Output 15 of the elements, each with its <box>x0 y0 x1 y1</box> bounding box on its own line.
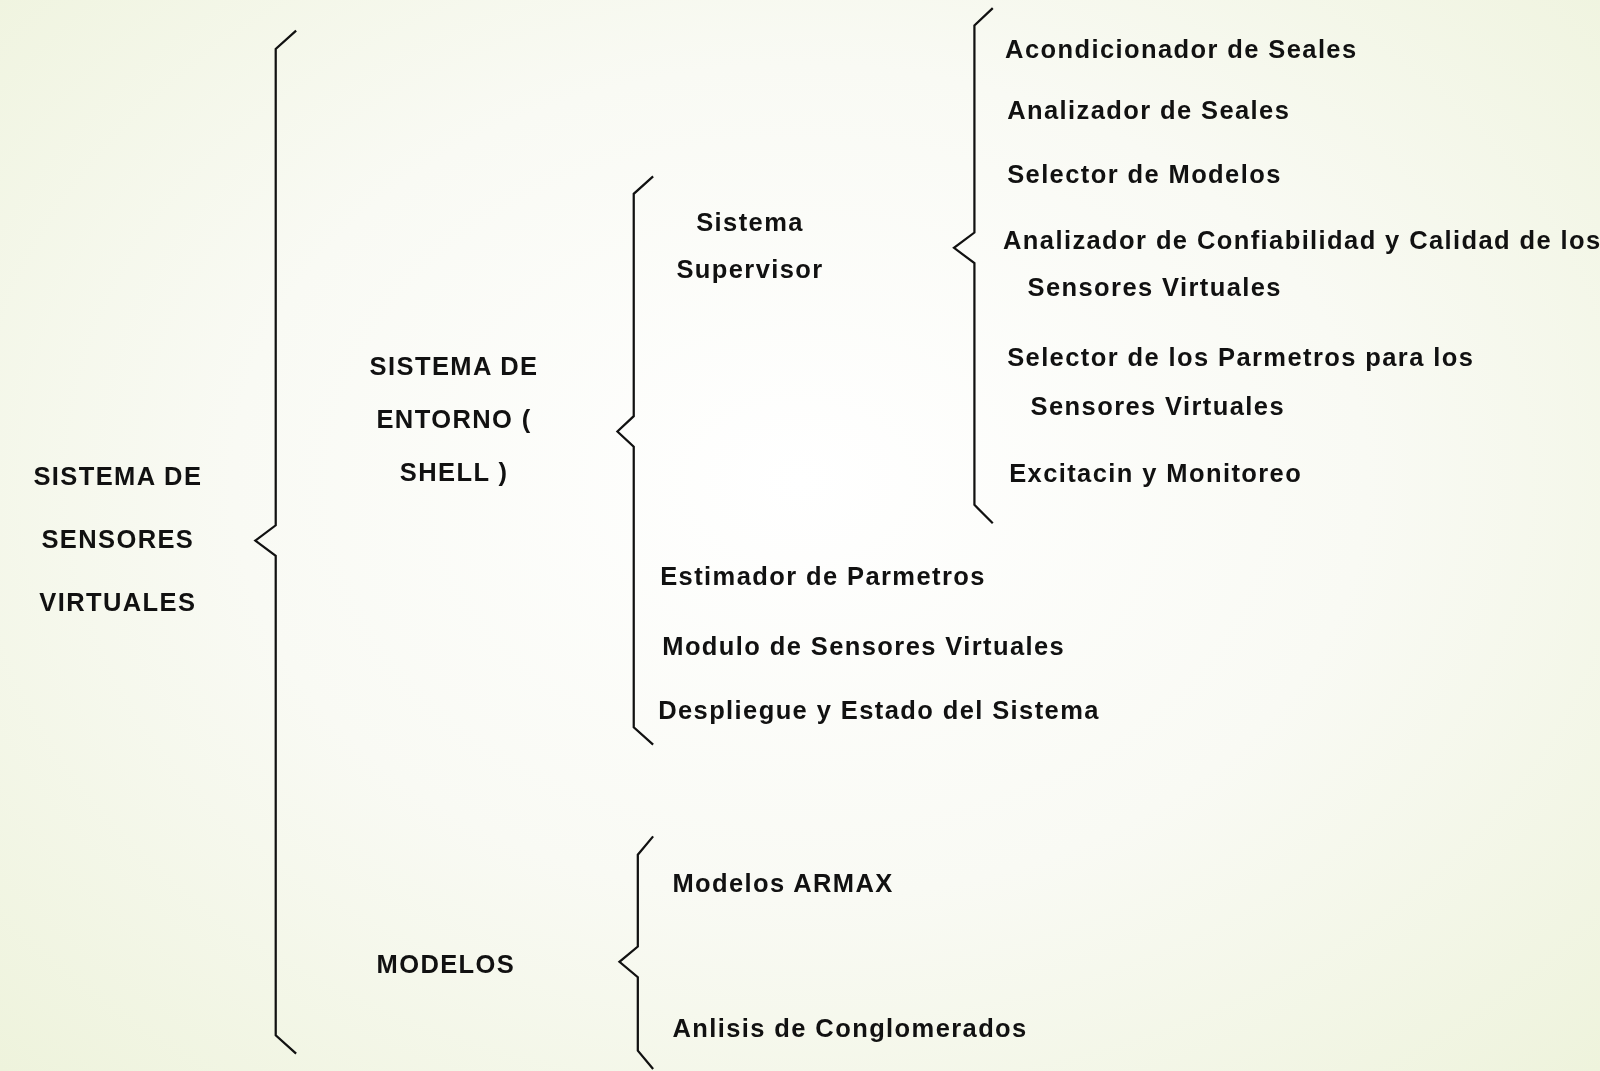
item-label: Analizador de Confiabilidad y Calidad de los Sensores Virtuales <box>1003 217 1600 312</box>
item-label: Selector de los Parmetros para los Sensores Virtuales <box>1007 332 1579 431</box>
item-label: Modelos ARMAX <box>672 865 894 903</box>
subgroup-heading: Sistema Supervisor <box>658 198 842 293</box>
item-label: Excitacin y Monitoreo <box>1009 455 1303 492</box>
item-label: Acondicionador de Seales <box>1005 30 1358 68</box>
item-label: Anlisis de Conglomerados <box>672 1010 1028 1047</box>
item-label: Despliegue y Estado del Sistema <box>658 691 1100 729</box>
item-label: Selector de Modelos <box>1007 156 1282 193</box>
item-label: Modulo de Sensores Virtuales <box>662 627 1066 665</box>
item-label: Analizador de Seales <box>1007 91 1291 129</box>
group-heading: SISTEMA DE ENTORNO ( SHELL ) <box>341 339 567 499</box>
item-label: Estimador de Parmetros <box>660 558 986 595</box>
root-heading: SISTEMA DE SENSORES VIRTUALES <box>8 444 228 635</box>
group-heading: MODELOS <box>376 945 516 983</box>
